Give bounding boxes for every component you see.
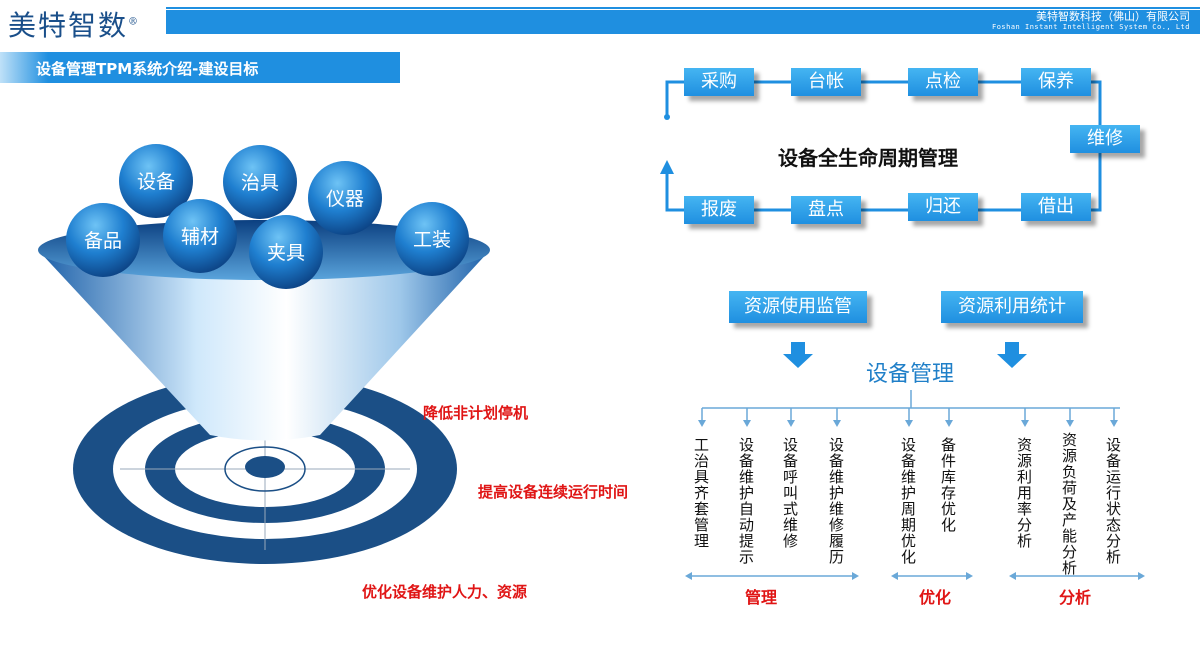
goal-text: 降低非计划停机: [423, 404, 529, 422]
lifecycle-step: 归还: [908, 193, 978, 221]
lifecycle-step: 报废: [684, 196, 754, 224]
sphere-jiaju: [249, 215, 323, 289]
funnel-cone: [38, 250, 490, 441]
company-name-cn: 美特智数科技（佛山）有限公司: [1036, 10, 1190, 23]
sphere-gongzhuang: [395, 202, 469, 276]
lifecycle-step: 采购: [684, 68, 754, 96]
sphere-label: 治具: [241, 172, 279, 194]
lifecycle-step: 台帐: [791, 68, 861, 96]
management-item: 设备维护自动提示: [737, 437, 755, 565]
page-title: 设备管理TPM系统介绍-建设目标: [36, 60, 259, 78]
goal-text: 优化设备维护人力、资源: [362, 583, 528, 601]
category-label: 分析: [1059, 588, 1092, 607]
page-title-bar: 设备管理TPM系统介绍-建设目标: [0, 52, 400, 83]
sphere-label: 夹具: [267, 242, 305, 264]
management-item: 设备维护周期优化: [899, 437, 917, 565]
management-tree: [685, 342, 1145, 580]
header-bar: [166, 10, 1200, 34]
lifecycle-step: 借出: [1021, 193, 1091, 221]
lifecycle-step: 盘点: [791, 196, 861, 224]
arrow-down-icon: [1005, 342, 1019, 354]
management-item: 资源利用率分析: [1015, 437, 1033, 549]
lifecycle-step: 维修: [1070, 125, 1140, 153]
sphere-label: 备品: [84, 230, 122, 252]
target-center: [245, 456, 285, 478]
lifecycle-step: 点检: [908, 68, 978, 96]
management-item: 工治具齐套管理: [692, 437, 710, 549]
management-item: 设备维护维修履历: [827, 437, 845, 565]
sphere-label: 设备: [137, 171, 175, 193]
source-box: 资源利用统计: [941, 291, 1083, 323]
header-line: [166, 7, 1200, 9]
sphere-label: 仪器: [326, 188, 364, 210]
arrow-down-icon: [791, 342, 805, 354]
lifecycle-step: 保养: [1021, 68, 1091, 96]
lifecycle-title: 设备全生命周期管理: [778, 146, 958, 170]
management-title: 设备管理: [866, 362, 955, 387]
management-item: 设备呼叫式维修: [781, 437, 799, 549]
category-label: 管理: [745, 588, 778, 607]
sphere-fucai: [163, 199, 237, 273]
company-name: 美特智数科技（佛山）有限公司 Foshan Instant Intelligen…: [992, 11, 1190, 33]
goal-text: 提高设备连续运行时间: [478, 483, 629, 501]
source-box: 资源使用监管: [729, 291, 867, 323]
arrow-down-icon: [783, 354, 813, 368]
sphere-zhiju: [223, 145, 297, 219]
arrow-up-icon: [660, 160, 674, 174]
management-item: 资源负荷及产能分析: [1060, 432, 1078, 576]
management-item: 设备运行状态分析: [1104, 437, 1122, 565]
sphere-yiqi: [308, 161, 382, 235]
arrow-down-icon: [997, 354, 1027, 368]
category-label: 优化: [919, 588, 952, 607]
management-item: 备件库存优化: [939, 437, 957, 533]
sphere-shebei: [119, 144, 193, 218]
company-logo: 美特智数®: [8, 9, 141, 42]
funnel-diagram: 设备 治具 仪器 辅材 备品 夹具 工装: [38, 144, 490, 564]
company-name-en: Foshan Instant Intelligent System Co., L…: [991, 23, 1190, 31]
sphere-label: 辅材: [181, 226, 219, 248]
sphere-beipin: [66, 203, 140, 277]
sphere-label: 工装: [413, 229, 451, 251]
